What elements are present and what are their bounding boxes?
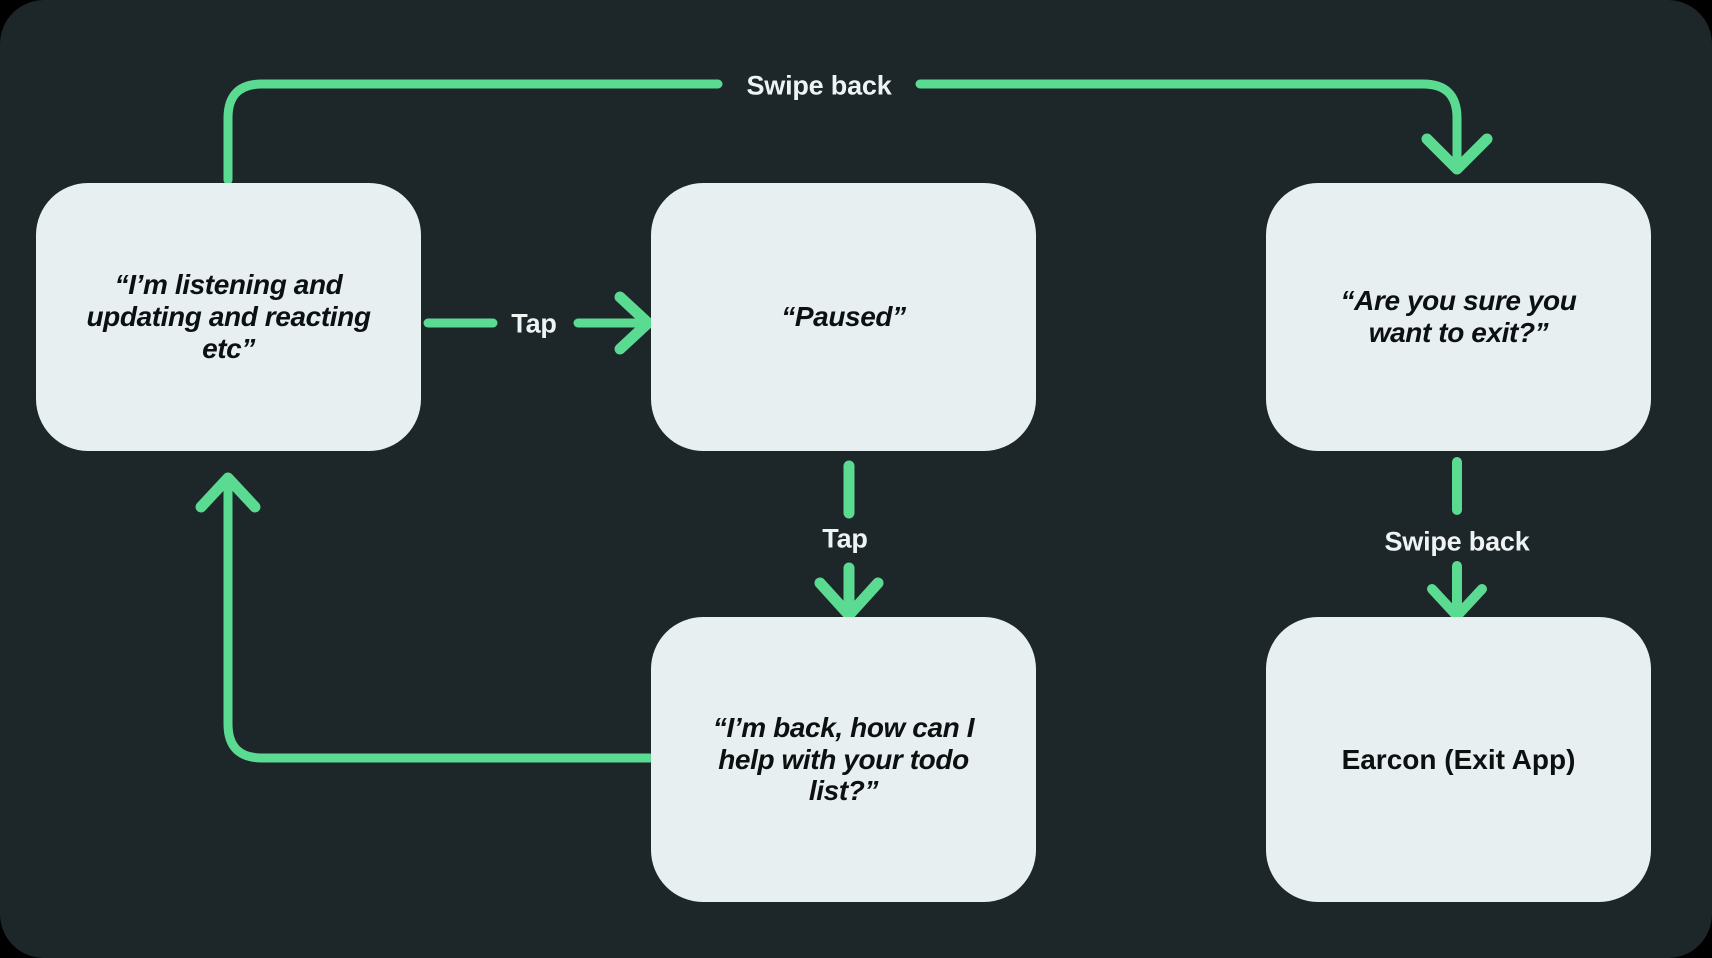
listening-node-label: “I’m listening and updating and reacting… [86,269,371,364]
confirm-exit-node[interactable]: “Are you sure you want to exit?” [1266,183,1651,451]
back-node[interactable]: “I’m back, how can I help with your todo… [651,617,1036,902]
edge-return-loop-path [195,472,655,763]
paused-node[interactable]: “Paused” [651,183,1036,451]
listening-node[interactable]: “I’m listening and updating and reacting… [36,183,421,451]
edge-label-tap-horizontal: Tap [511,308,557,339]
edge-tap-vertical-path [814,460,884,621]
back-node-label: “I’m back, how can I help with your todo… [712,711,975,807]
edge-label-tap-vertical: Tap [822,523,868,554]
edge-swipe-back-top-path [223,79,1493,185]
edge-label-swipe-back-top: Swipe back [746,70,892,101]
edge-tap-horizontal-path [423,291,654,355]
edge-label-swipe-back-right: Swipe back [1384,526,1530,557]
paused-node-label: “Paused” [781,301,906,333]
confirm-exit-node-label: “Are you sure you want to exit?” [1340,285,1577,348]
earcon-node[interactable]: Earcon (Exit App) [1266,617,1651,902]
earcon-node-label: Earcon (Exit App) [1341,743,1576,775]
edge-swipe-back-right-path [1427,457,1487,621]
